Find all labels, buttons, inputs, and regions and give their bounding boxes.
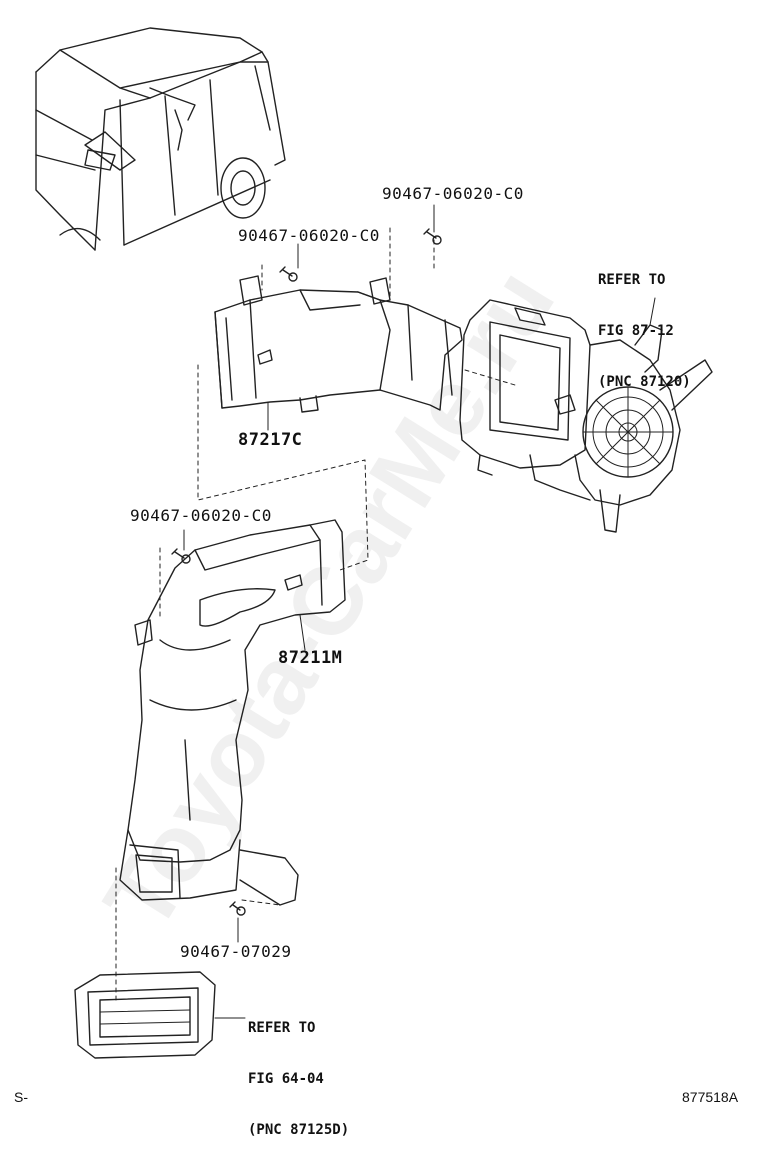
diagram-drawing — [35, 27, 713, 1059]
reference-register-line-1: REFER TO — [248, 1020, 316, 1036]
assembly-lines — [115, 227, 516, 1001]
reference-blower-line-3: (PNC 87120) — [598, 374, 691, 390]
footer-left-code: S- — [14, 1089, 28, 1105]
part-label-screw-bottom: 90467-07029 — [180, 942, 292, 961]
reference-register-line-3: (PNC 87125D) — [248, 1122, 350, 1138]
screws — [171, 228, 442, 916]
reference-register-line-2: FIG 64-04 — [248, 1071, 324, 1087]
reference-blower: REFER TO FIG 87-12 (PNC 87120) — [598, 238, 691, 425]
vehicle-illustration — [35, 27, 286, 251]
part-label-screw-top-right: 90467-06020-C0 — [382, 184, 524, 203]
duct-upper-87217c — [214, 275, 463, 413]
parts-diagram: Toyota-CarMe.ru — [14, 27, 739, 1138]
duct-lower-87211m — [119, 519, 346, 906]
reference-blower-line-2: FIG 87-12 — [598, 323, 674, 339]
register-bezel — [74, 971, 216, 1059]
part-label-duct-lower: 87211M — [278, 648, 343, 668]
part-label-duct-upper: 87217C — [238, 430, 303, 450]
part-label-screw-middle: 90467-06020-C0 — [130, 506, 272, 525]
part-label-screw-top-left: 90467-06020-C0 — [238, 226, 380, 245]
footer-figure-code: 877518A — [682, 1089, 739, 1105]
reference-blower-line-1: REFER TO — [598, 272, 666, 288]
blower-assembly — [459, 299, 713, 533]
reference-register: REFER TO FIG 64-04 (PNC 87125D) — [248, 986, 349, 1173]
leader-lines — [183, 204, 656, 1019]
